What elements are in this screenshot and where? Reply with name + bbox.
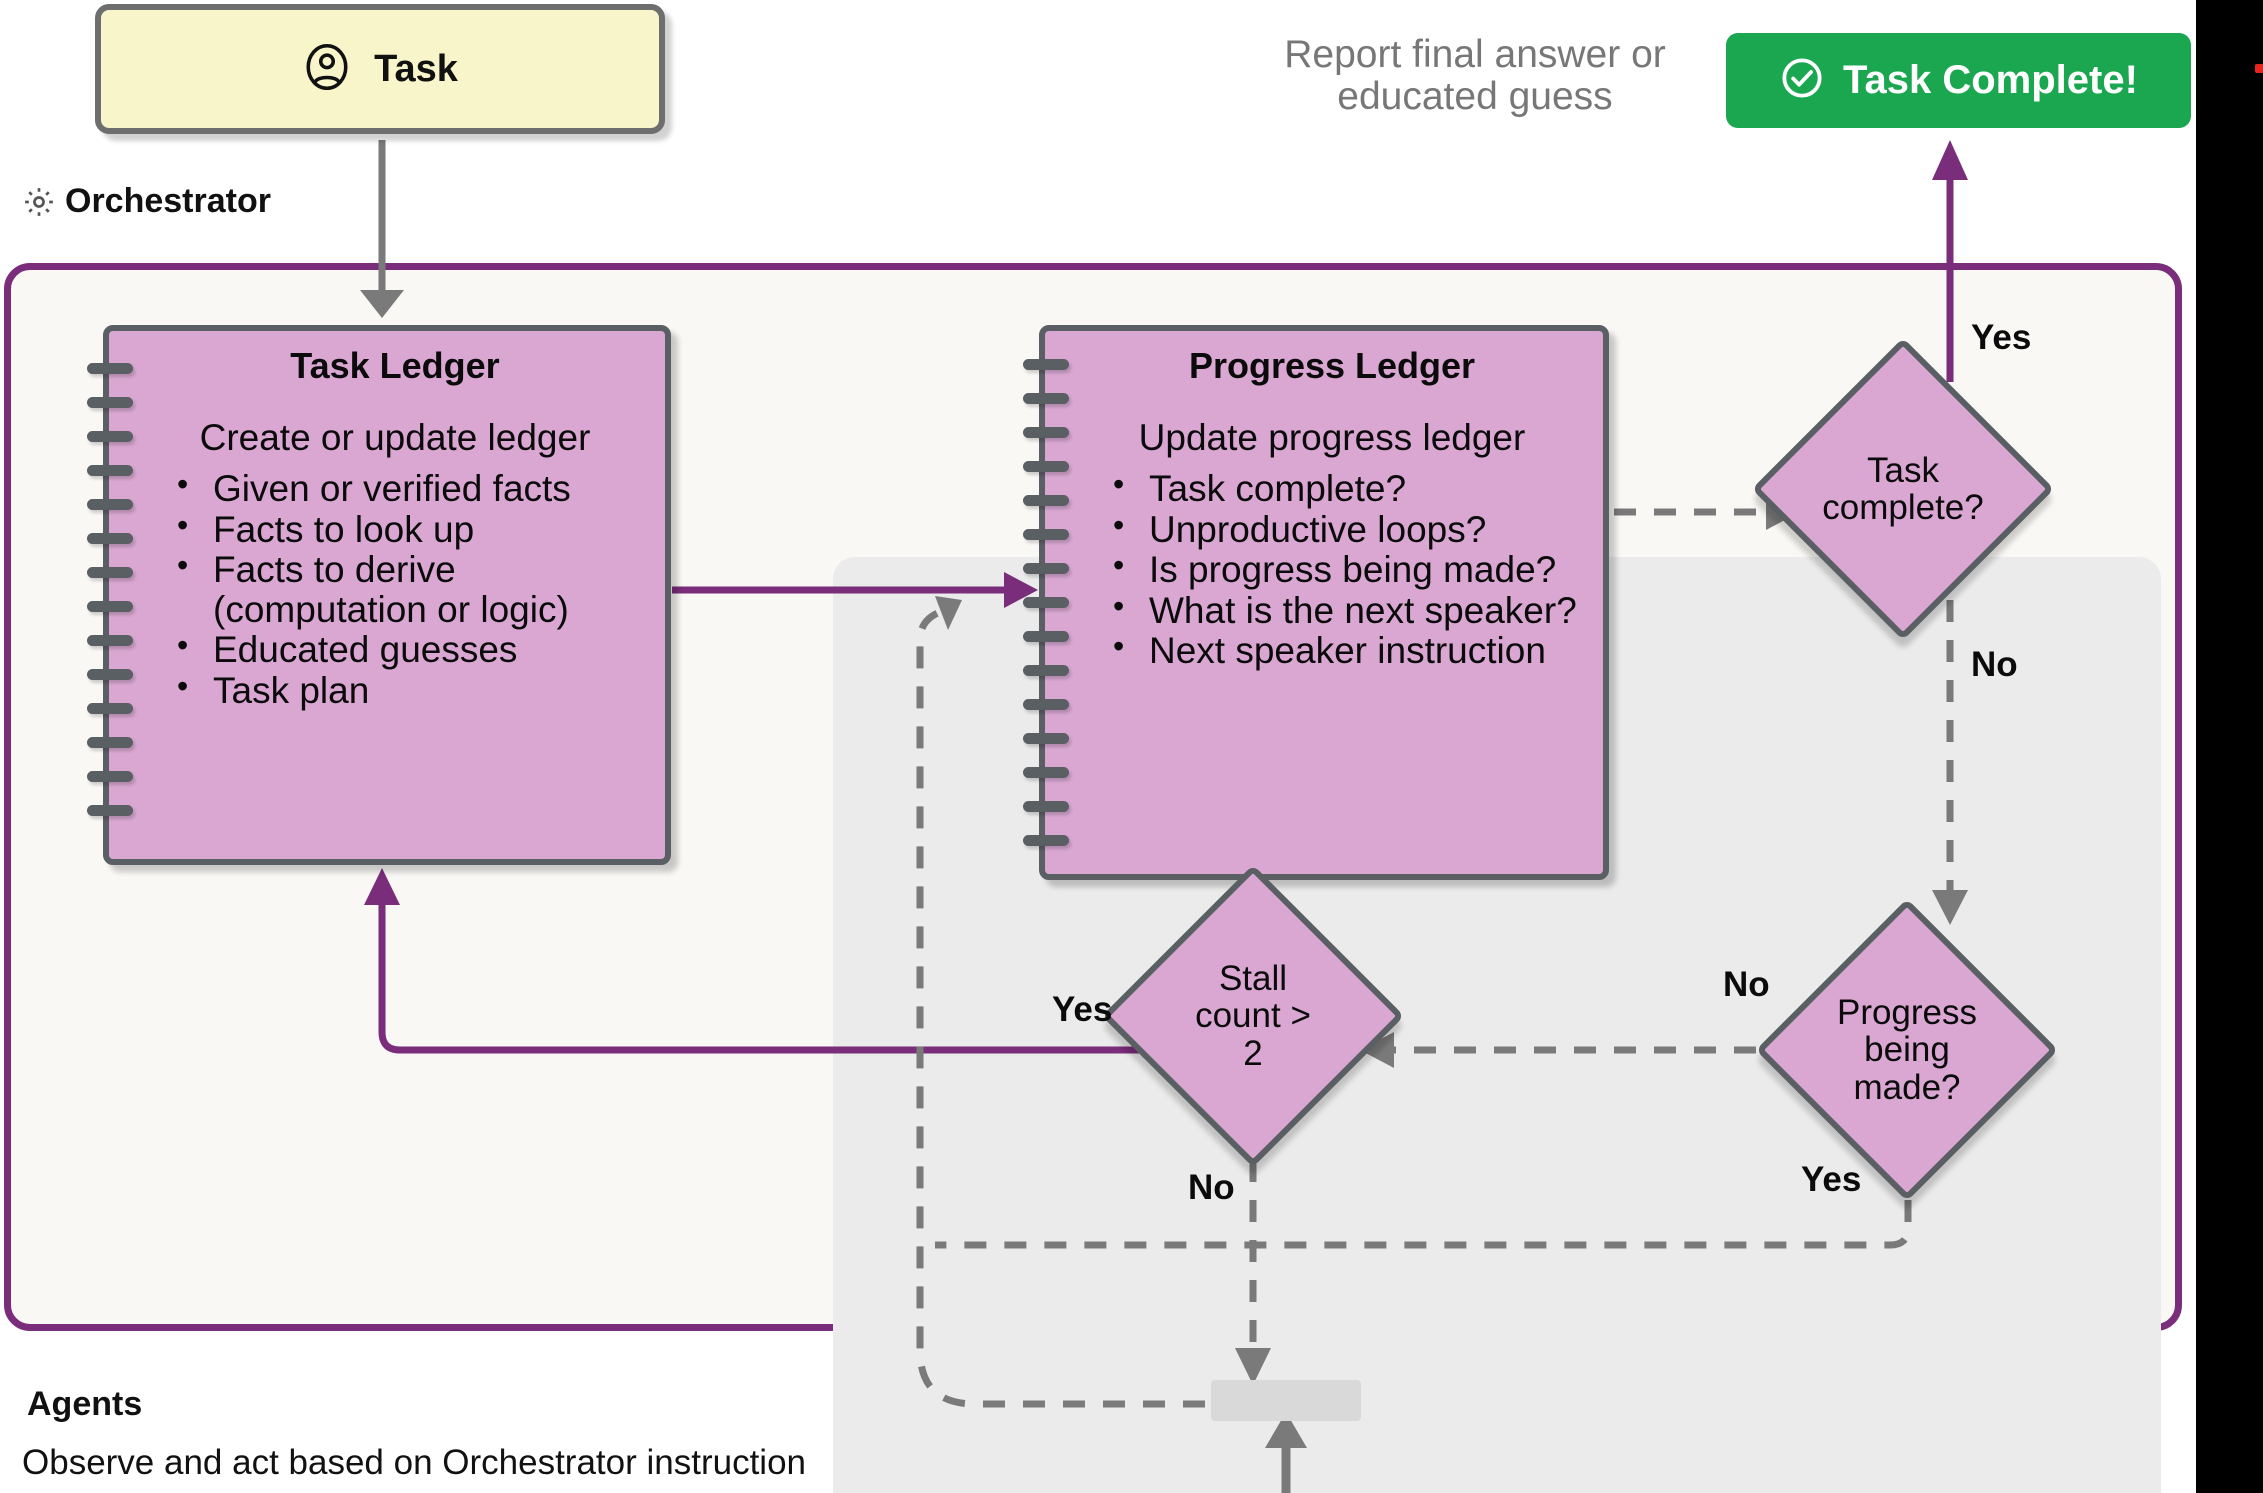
list-item: Next speaker instruction [1113, 629, 1585, 671]
agents-label: Agents [27, 1385, 143, 1423]
edge-label-no-progress-made: No [1723, 965, 1770, 1004]
decision-stall-count[interactable]: Stall count > 2 [1101, 864, 1405, 1168]
progress-ledger-subtitle: Update progress ledger [1138, 417, 1526, 458]
spiral-rings [1023, 331, 1069, 874]
task-complete-label: Task Complete! [1843, 58, 2138, 102]
progress-ledger-list: Task complete? Unproductive loops? Is pr… [1079, 467, 1585, 671]
decision-progress-made[interactable]: Progress being made? [1755, 898, 2059, 1202]
list-item: Is progress being made? [1113, 548, 1585, 590]
edge-label-yes-task-complete: Yes [1971, 318, 2032, 357]
spiral-rings [87, 331, 133, 859]
report-note: Report final answer or educated guess [1284, 33, 1666, 119]
edge-label-yes-stall-count: Yes [1052, 990, 1113, 1029]
task-ledger-title: Task Ledger [290, 345, 500, 386]
gear-icon [22, 185, 56, 219]
progress-ledger-card[interactable]: Progress Ledger Update progress ledger T… [1023, 325, 1609, 880]
task-complete-banner[interactable]: Task Complete! [1726, 33, 2191, 128]
decision-stall-count-label: Stall count > 2 [1195, 959, 1311, 1073]
list-item: What is the next speaker? [1113, 589, 1585, 631]
list-item: Facts to look up [177, 508, 647, 550]
decision-task-complete-label: Task complete? [1822, 450, 1984, 527]
orchestrator-label: Orchestrator [22, 182, 271, 221]
progress-ledger-title: Progress Ledger [1188, 345, 1476, 386]
edge-label-no-stall-count: No [1188, 1168, 1235, 1207]
right-black-strip [2196, 0, 2263, 1493]
list-item: Task plan [177, 669, 647, 711]
list-item: Unproductive loops? [1113, 508, 1585, 550]
list-item: Given or verified facts [177, 467, 647, 509]
decision-task-complete[interactable]: Task complete? [1751, 337, 2055, 641]
list-item: Educated guesses [177, 628, 647, 670]
agent-placeholder-bar [1211, 1380, 1361, 1421]
red-marker-dot [2255, 64, 2263, 73]
list-item: Facts to derive (computation or logic) [177, 548, 647, 629]
edge-label-no-task-complete: No [1971, 645, 2018, 684]
task-ledger-card[interactable]: Task Ledger Create or update ledger Give… [87, 325, 671, 865]
list-item: Task complete? [1113, 467, 1585, 509]
user-circle-icon [302, 42, 352, 97]
agents-description: Observe and act based on Orchestrator in… [22, 1443, 807, 1482]
orchestrator-label-text: Orchestrator [65, 182, 271, 220]
task-ledger-list: Given or verified facts Facts to look up… [143, 467, 647, 711]
decision-progress-made-label: Progress being made? [1836, 993, 1978, 1107]
task-card[interactable]: Task [95, 4, 665, 134]
check-circle-icon [1779, 55, 1825, 106]
edge-label-yes-progress-made: Yes [1801, 1160, 1862, 1199]
task-card-label: Task [374, 47, 458, 90]
task-ledger-subtitle: Create or update ledger [199, 417, 591, 458]
